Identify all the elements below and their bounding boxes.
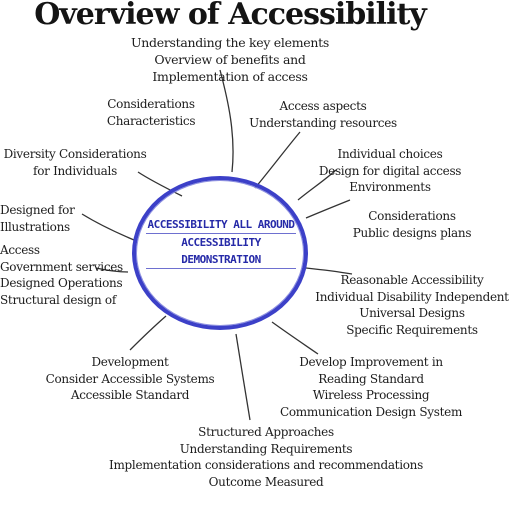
node-label: Government services <box>0 259 120 276</box>
node-label: Illustrations <box>0 219 80 236</box>
node-right-2: Considerations Public designs plans <box>342 208 482 241</box>
node-bottom: Structured Approaches Understanding Requ… <box>96 424 436 490</box>
node-label: Designed for <box>0 202 80 219</box>
node-label: for Individuals <box>0 163 150 180</box>
node-label: Access <box>0 242 120 259</box>
node-label: Characteristics <box>96 113 206 130</box>
node-label: Public designs plans <box>342 225 482 242</box>
diagram-title: Overview of Accessibility <box>0 0 460 32</box>
connector-top-right <box>255 132 300 188</box>
node-label: Design for digital access <box>310 163 470 180</box>
node-label: Structured Approaches <box>96 424 436 441</box>
connector-top-left <box>220 70 233 172</box>
node-bottom-right: Develop Improvement in Reading Standard … <box>266 354 476 420</box>
node-left-2: Designed for Illustrations <box>0 202 80 235</box>
node-label: Reasonable Accessibility <box>312 272 512 289</box>
node-label: Outcome Measured <box>96 474 436 491</box>
node-label: Individual Disability Independent <box>312 289 512 306</box>
subtitle-line: Overview of benefits and <box>90 51 370 68</box>
node-label: Environments <box>310 179 470 196</box>
node-label: Designed Operations <box>0 275 120 292</box>
node-label: Diversity Considerations <box>0 146 150 163</box>
node-label: Development <box>20 354 240 371</box>
node-left-3: Access Government services Designed Oper… <box>0 242 120 308</box>
node-label: Accessible Standard <box>20 387 240 404</box>
node-label: Implementation considerations and recomm… <box>96 457 436 474</box>
center-label: ACCESSIBILITY ALL AROUND ACCESSIBILITY D… <box>146 216 296 269</box>
node-label: Understanding Requirements <box>96 441 436 458</box>
diagram-subtitle: Understanding the key elements Overview … <box>90 34 370 85</box>
node-label: Consider Accessible Systems <box>20 371 240 388</box>
node-right-1: Individual choices Design for digital ac… <box>310 146 470 196</box>
connector-left-2 <box>82 214 134 240</box>
node-label: Develop Improvement in <box>266 354 476 371</box>
node-label: Universal Designs <box>312 305 512 322</box>
node-label: Wireless Processing <box>266 387 476 404</box>
node-label: Access aspects <box>248 98 398 115</box>
connector-bottom-left <box>130 316 166 350</box>
node-label: Communication Design System <box>266 404 476 421</box>
center-label-line: ACCESSIBILITY ALL AROUND <box>146 216 296 234</box>
subtitle-line: Implementation of access <box>90 68 370 85</box>
node-left-1: Diversity Considerations for Individuals <box>0 146 150 179</box>
node-label: Structural design of <box>0 292 120 309</box>
center-label-line: ACCESSIBILITY DEMONSTRATION <box>146 234 296 269</box>
node-top-left: Considerations Characteristics <box>96 96 206 129</box>
node-bottom-left: Development Consider Accessible Systems … <box>20 354 240 404</box>
node-label: Specific Requirements <box>312 322 512 339</box>
node-label: Reading Standard <box>266 371 476 388</box>
node-label: Understanding resources <box>248 115 398 132</box>
node-top-right: Access aspects Understanding resources <box>248 98 398 131</box>
node-right-3: Reasonable Accessibility Individual Disa… <box>312 272 512 338</box>
node-label: Considerations <box>96 96 206 113</box>
node-label: Considerations <box>342 208 482 225</box>
subtitle-line: Understanding the key elements <box>90 34 370 51</box>
node-label: Individual choices <box>310 146 470 163</box>
